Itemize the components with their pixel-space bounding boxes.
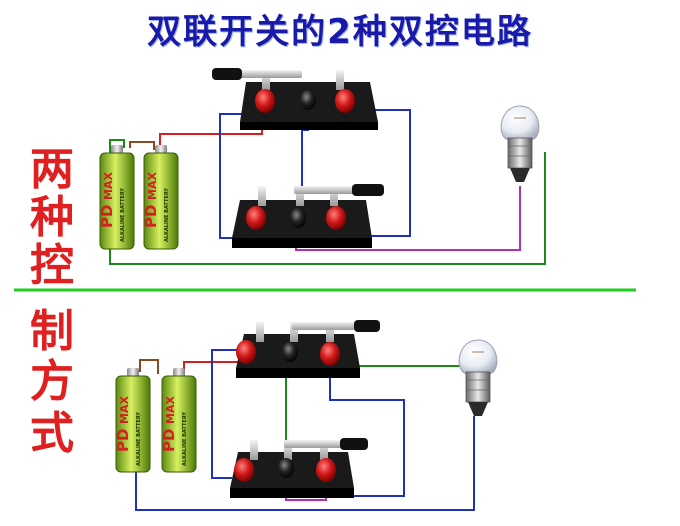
battery-model: MAX: [118, 396, 131, 424]
side-label-char-2: 种: [30, 192, 74, 243]
battery-model: MAX: [146, 172, 159, 200]
diagram-title: 双联开关的2种双控电路: [147, 12, 533, 52]
battery: PD MAX ALKALINE BATTERY: [160, 368, 197, 473]
side-label-char-6: 式: [30, 408, 74, 459]
side-label-char-3: 控: [30, 240, 74, 291]
battery-brand: PD: [98, 205, 116, 228]
wire-brown: [139, 359, 159, 374]
battery-type: ALKALINE BATTERY: [120, 188, 126, 242]
knife-switch: [230, 438, 368, 498]
battery-model: MAX: [102, 172, 115, 200]
battery: PD MAX ALKALINE BATTERY: [114, 368, 151, 473]
battery-type: ALKALINE BATTERY: [164, 188, 170, 242]
battery: PD MAX ALKALINE BATTERY: [142, 145, 179, 250]
battery-model: MAX: [164, 396, 177, 424]
side-label-char-5: 方: [30, 356, 74, 407]
knife-switch: [236, 320, 380, 378]
side-label-char-4: 制: [30, 306, 74, 357]
battery-type: ALKALINE BATTERY: [136, 412, 142, 466]
battery-brand: PD: [160, 429, 178, 452]
top-circuit: PD MAX ALKALINE BATTERY PD MAX ALKALINE …: [98, 68, 546, 265]
wire-blue: [344, 109, 411, 237]
battery-type: ALKALINE BATTERY: [182, 412, 188, 466]
wire-brown: [129, 141, 155, 150]
battery-brand: PD: [142, 205, 160, 228]
side-label-char-1: 两: [30, 144, 74, 195]
battery: PD MAX ALKALINE BATTERY: [98, 145, 135, 250]
knife-switch: [212, 68, 378, 130]
battery-brand: PD: [114, 429, 132, 452]
knife-switch: [232, 184, 384, 248]
wire-blue: [211, 349, 244, 479]
light-bulb: [500, 105, 540, 182]
bottom-circuit: PD MAX ALKALINE BATTERY PD MAX ALKALINE …: [114, 320, 498, 511]
light-bulb: [458, 339, 498, 416]
